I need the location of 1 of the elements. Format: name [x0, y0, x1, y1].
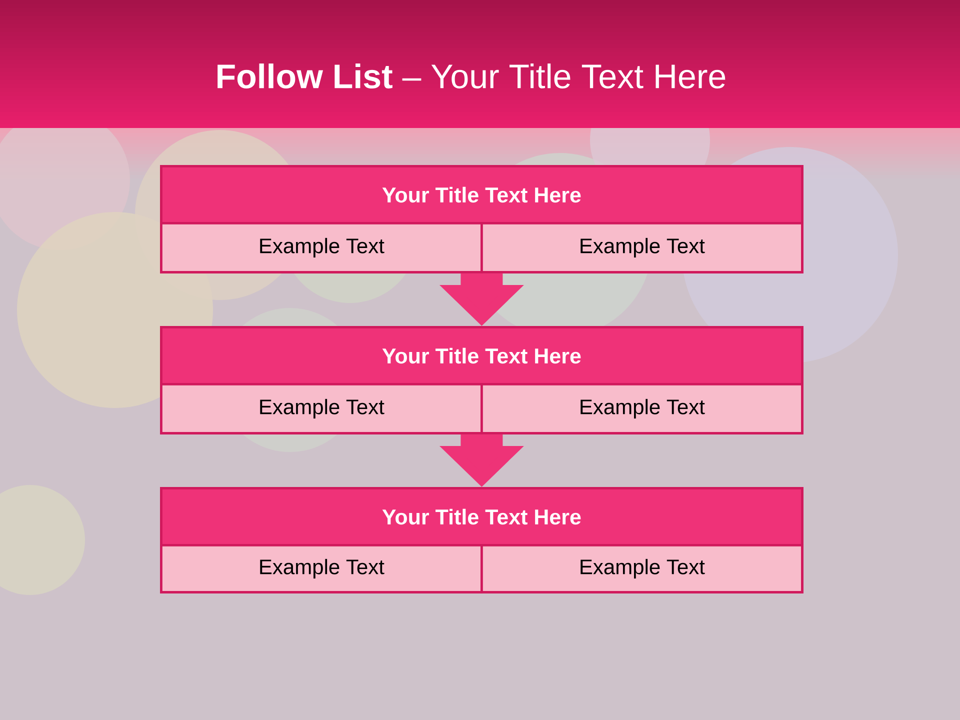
slide-title: Follow List – Your Title Text Here — [218, 64, 726, 88]
